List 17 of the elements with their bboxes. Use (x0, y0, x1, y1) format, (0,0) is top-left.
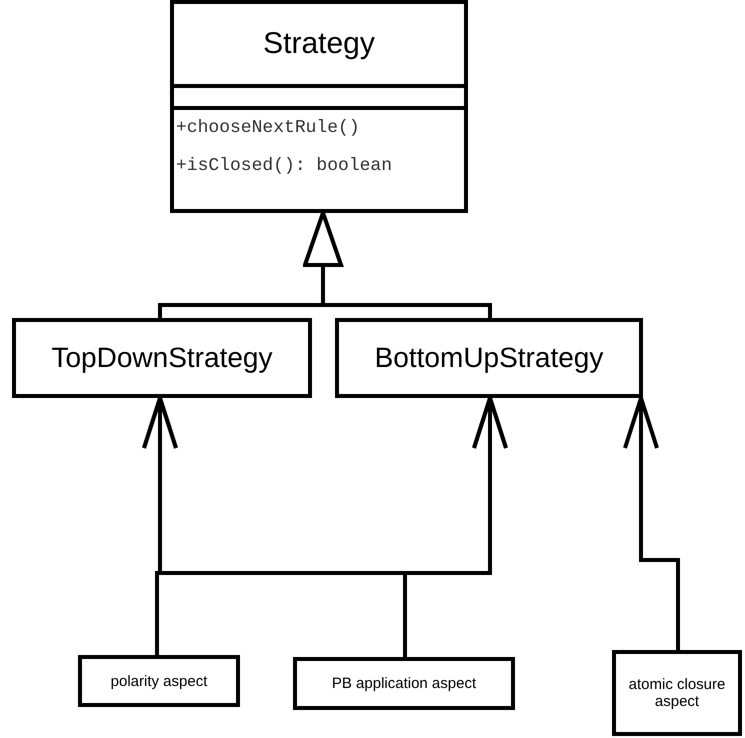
aspect-label: polarity aspect (110, 672, 208, 690)
class-box (335, 318, 643, 398)
class-box (170, 0, 468, 213)
aspect-box (612, 650, 742, 736)
class-name: Strategy (263, 27, 375, 61)
class-box (12, 318, 312, 398)
aspect-box (78, 655, 240, 707)
method-text: +isClosed(): boolean (176, 156, 392, 176)
class-name: TopDownStrategy (51, 342, 272, 374)
generalization-arrow (303, 211, 492, 318)
association-arrow (623, 396, 680, 650)
aspect-label: atomic closure aspect (628, 676, 726, 710)
aspect-box (293, 657, 515, 710)
association-arrow (403, 396, 508, 657)
method-text: +chooseNextRule() (176, 118, 360, 138)
aspect-label: PB application aspect (332, 675, 476, 692)
class-name: BottomUpStrategy (374, 342, 604, 374)
